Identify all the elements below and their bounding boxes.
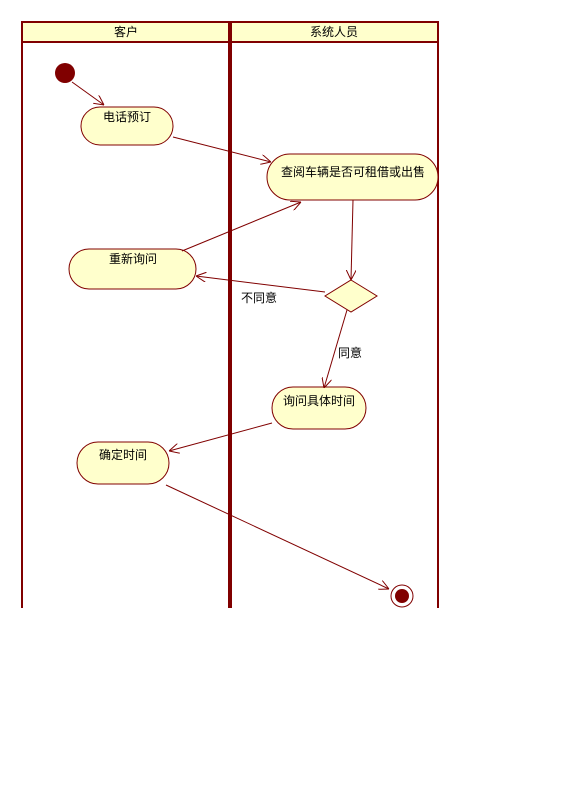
activity-re-inquire-label: 重新询问 [109, 251, 157, 266]
start-node [55, 63, 75, 83]
activity-ask-time [271, 386, 367, 430]
swimlane-frame [21, 21, 439, 608]
lane-title-customer: 客户 [114, 24, 138, 39]
edge-confirm-to-end [165, 484, 389, 589]
activity-re-inquire [68, 248, 197, 290]
edge-decision-to-reinquire [196, 276, 326, 293]
edge-start-to-phone [71, 81, 104, 105]
activity-check-vehicle-label: 查阅车辆是否可租借或出售 [281, 164, 425, 179]
lane-title-staff: 系统人员 [310, 25, 358, 39]
activity-ask-time-label: 询问具体时间 [283, 394, 355, 408]
edge-asktime-to-confirm [169, 422, 273, 451]
activity-phone-booking-label: 电话预订 [103, 110, 151, 124]
activity-phone-booking [80, 106, 174, 146]
guard-agree: 同意 [338, 345, 362, 360]
decision-node [324, 279, 378, 313]
edge-check-to-decision [351, 199, 353, 280]
activity-confirm-time-label: 确定时间 [99, 447, 147, 462]
edge-phone-to-check [172, 136, 271, 162]
edge-reinquire-to-check [181, 202, 301, 252]
activity-confirm-time [76, 441, 170, 485]
guard-disagree: 不同意 [241, 290, 277, 305]
edge-decision-to-asktime [324, 309, 348, 388]
end-node [395, 589, 409, 603]
